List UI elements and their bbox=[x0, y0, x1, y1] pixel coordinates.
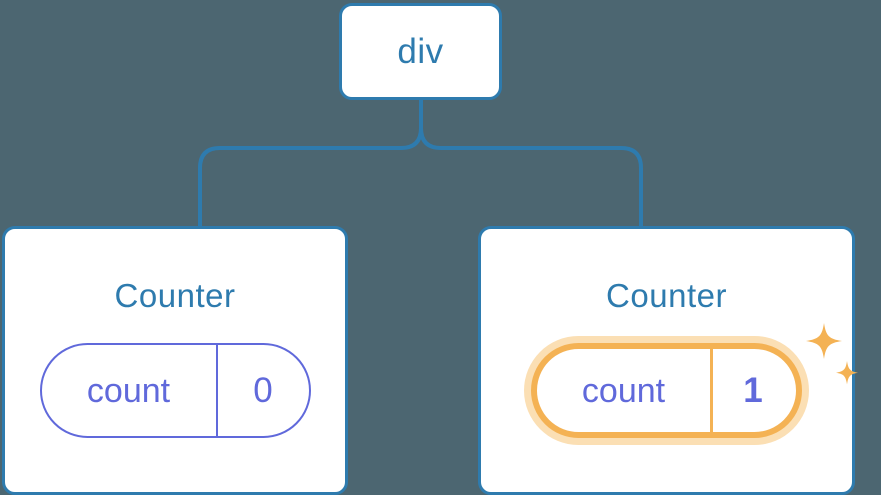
sparkle-group bbox=[806, 323, 858, 385]
sparkle-small-icon bbox=[836, 361, 858, 385]
sparkle-large-icon bbox=[806, 323, 842, 359]
component-title: Counter bbox=[606, 277, 727, 314]
tree-node-counter-right[interactable]: Counter count 1 bbox=[478, 226, 858, 495]
tree-node-counter-left[interactable]: Counter count 0 bbox=[2, 226, 348, 495]
root-node-label: div bbox=[397, 32, 444, 71]
state-value: 0 bbox=[253, 371, 273, 410]
state-pill-highlighted[interactable]: count 1 bbox=[531, 343, 802, 438]
component-title: Counter bbox=[114, 277, 236, 314]
state-key: count bbox=[537, 349, 713, 432]
state-key: count bbox=[42, 345, 218, 436]
tree-node-root[interactable]: div bbox=[339, 3, 502, 100]
state-value: 1 bbox=[743, 371, 763, 410]
state-pill-wrapper: count 1 bbox=[531, 323, 858, 438]
state-pill[interactable]: count 0 bbox=[39, 343, 311, 438]
state-pill-wrapper: count 0 bbox=[39, 343, 311, 438]
